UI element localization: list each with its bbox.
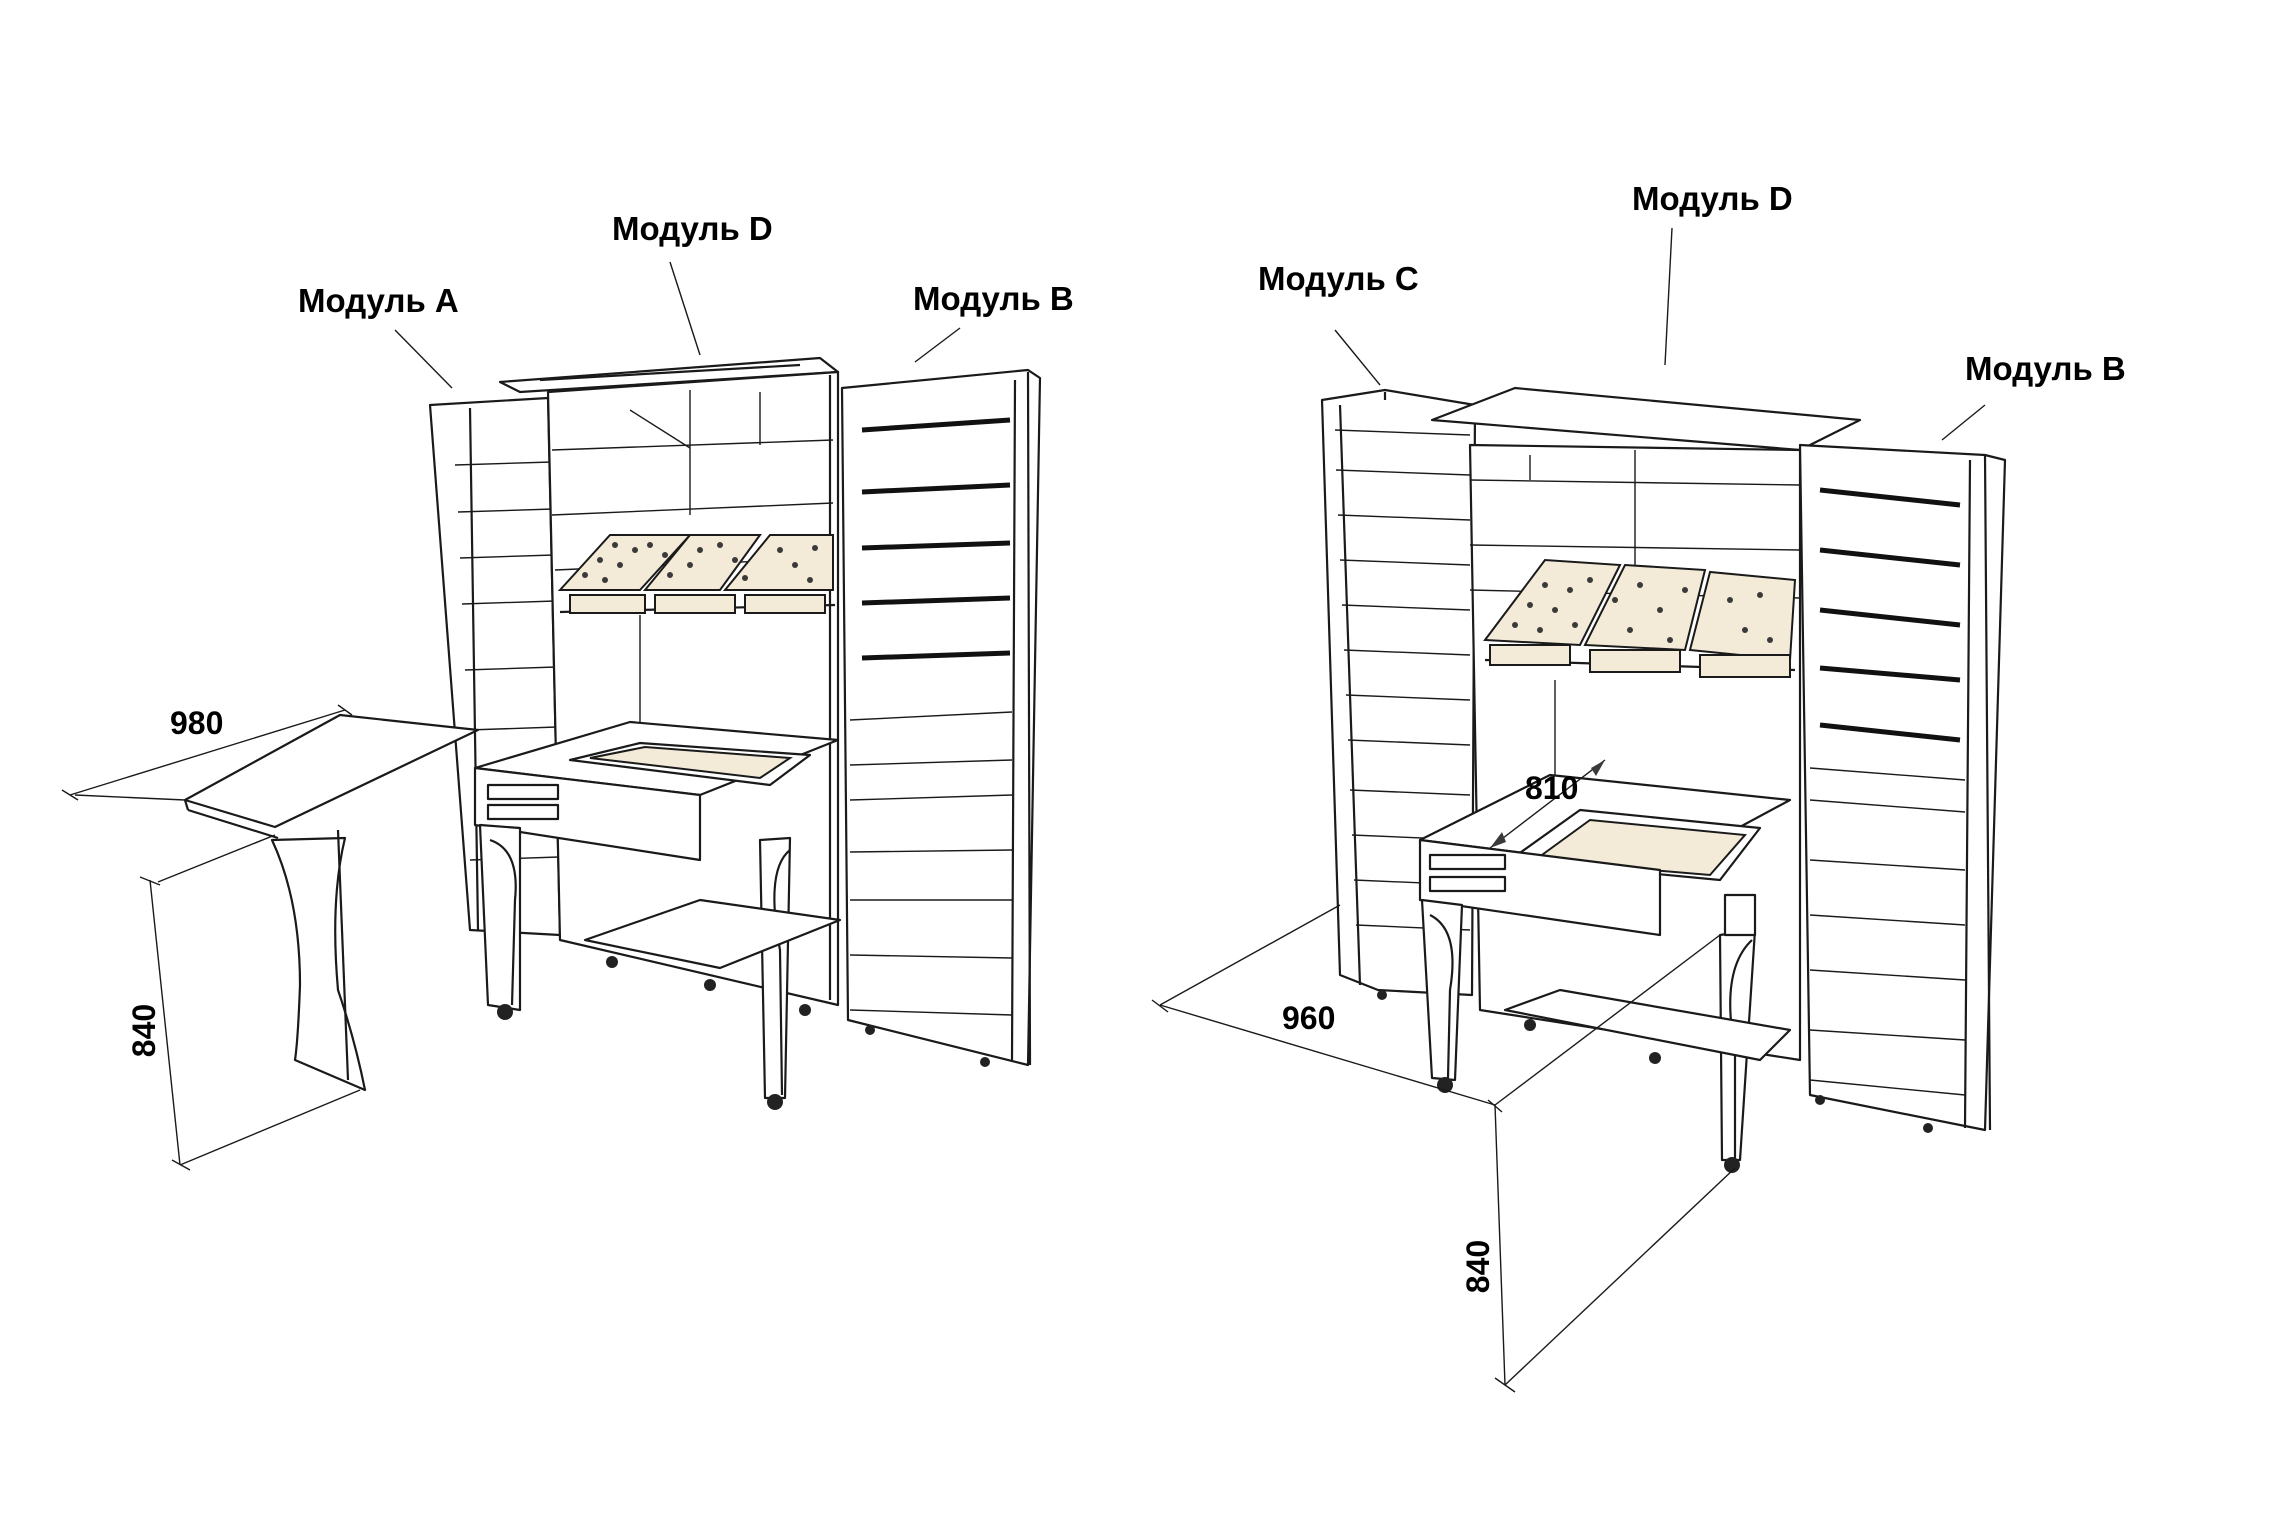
right-assembly [1151, 227, 2007, 1393]
leader-right-module-d [1664, 227, 1673, 366]
right-dimension-810: 810 [1525, 770, 1579, 806]
left-peg-pattern [582, 542, 818, 583]
left-module-a-label: Модуль A [298, 282, 459, 319]
leader-left-module-d [669, 261, 701, 356]
left-desk [473, 720, 842, 1110]
leader-left-module-b [914, 327, 961, 363]
left-module-b [840, 368, 1042, 1067]
left-dimension-840: 840 [126, 1003, 163, 1058]
leader-left-module-a [394, 329, 453, 389]
leader-right-module-b [1941, 404, 1986, 441]
right-module-b-label: Модуль B [1965, 350, 2126, 387]
left-module-d-label: Модуль D [612, 210, 773, 247]
right-dimension-960-line [1151, 904, 1721, 1113]
left-module-b-label: Модуль B [913, 280, 1074, 317]
right-dimension-960: 960 [1282, 1000, 1336, 1036]
right-desk [1418, 773, 1792, 1173]
left-assembly [61, 261, 1042, 1171]
right-module-d-label: Модуль D [1632, 180, 1793, 217]
right-module-b [1798, 443, 2007, 1133]
leader-right-module-c [1334, 329, 1381, 386]
right-peg-pattern [1512, 577, 1773, 643]
left-dimension-980: 980 [170, 705, 224, 741]
left-folding-table [183, 713, 480, 1092]
left-dimension-840-line [139, 834, 361, 1171]
right-module-d [1430, 386, 1862, 1062]
right-module-c-label: Модуль C [1258, 260, 1419, 297]
right-dimension-840: 840 [1460, 1239, 1497, 1294]
left-dimension-980-line [61, 704, 353, 801]
right-dimension-810-line [1489, 759, 1606, 849]
right-dimension-840-line [1494, 1104, 1736, 1393]
